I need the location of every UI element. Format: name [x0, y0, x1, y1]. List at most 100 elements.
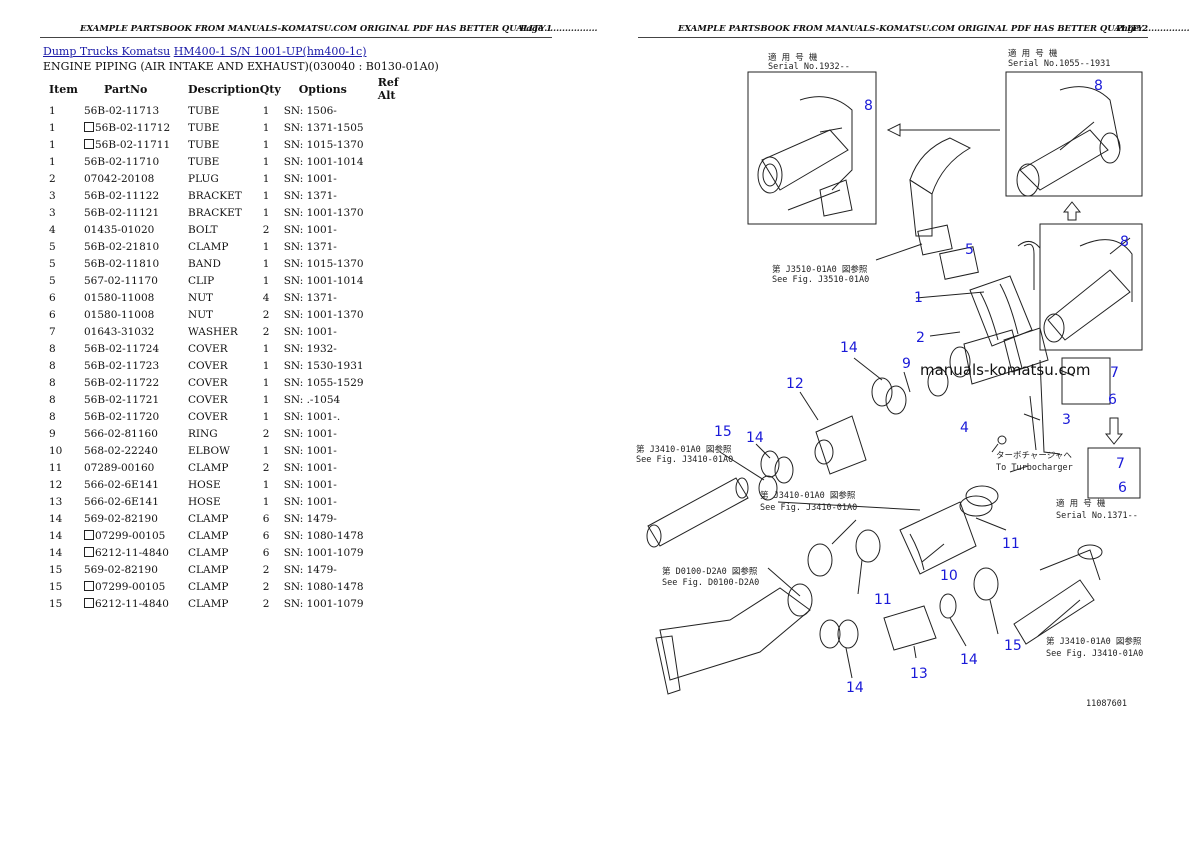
cell-item-text: 14	[49, 529, 63, 542]
cell-options: SN: 1001-	[284, 221, 378, 238]
callout-5: 5	[965, 242, 974, 258]
cell-item-text: 8	[49, 342, 56, 355]
cell-qty-text: 1	[262, 138, 270, 151]
cell-item: 15	[43, 595, 84, 612]
cell-item: 4	[43, 221, 84, 238]
cell-qty: 1	[260, 136, 284, 153]
cell-item: 8	[43, 340, 84, 357]
cell-options: SN: 1001-1014	[284, 153, 378, 170]
cell-qty: 1	[260, 170, 284, 187]
cell-item-text: 11	[49, 461, 63, 474]
cell-options-text: SN: 1001-	[283, 427, 337, 440]
cell-description: TUBE	[188, 102, 260, 119]
cell-partno-text: 56B-02-21810	[84, 240, 160, 253]
hose-clamp-illustration	[758, 367, 949, 501]
table-header-row: Item PartNo Description Qty Options Ref …	[43, 76, 418, 102]
cell-qty-text: 1	[262, 410, 270, 423]
cell-item-text: 14	[49, 512, 63, 525]
exhaust-pipe-illustration	[646, 477, 749, 548]
cell-options: SN: 1001-1079	[284, 595, 378, 612]
cell-item-text: 7	[49, 325, 56, 338]
cell-item: 6	[43, 306, 84, 323]
cell-options: SN: 1001-1370	[284, 204, 378, 221]
cell-options: SN: 1001-	[284, 170, 378, 187]
cell-item-text: 1	[49, 138, 56, 151]
cell-options-text: SN: 1932-	[283, 342, 337, 355]
cell-ref-alt	[378, 493, 418, 510]
callout-7: 7	[1116, 456, 1125, 472]
cell-qty: 1	[260, 374, 284, 391]
inset-box-nut-washer	[1061, 357, 1111, 405]
cell-partno-text: 07299-00105	[95, 529, 166, 542]
cell-description: CLAMP	[188, 459, 260, 476]
callout-3: 3	[1062, 412, 1071, 428]
cell-options: SN: 1371-	[284, 187, 378, 204]
cell-partno-text: 56B-02-11710	[84, 155, 160, 168]
cell-qty: 1	[260, 391, 284, 408]
cell-qty-text: 2	[262, 325, 270, 338]
cell-ref-alt	[378, 340, 418, 357]
cell-qty-text: 6	[262, 529, 270, 542]
cell-options: SN: 1001-	[284, 323, 378, 340]
cell-options: SN: 1479-	[284, 510, 378, 527]
cell-options-text: SN: 1080-1478	[283, 580, 364, 593]
cell-partno: 01580-11008	[84, 289, 188, 306]
cell-partno: 568-02-22240	[84, 442, 188, 459]
callout-6: 6	[1118, 480, 1127, 496]
cell-partno-text: 56B-02-11121	[84, 206, 160, 219]
cell-partno-text: 56B-02-11721	[84, 393, 160, 406]
cell-description: CLAMP	[188, 527, 260, 544]
cell-description-text: TUBE	[188, 121, 220, 134]
serial-label: Serial No.1055--1931	[1008, 59, 1110, 69]
cell-qty-text: 1	[262, 359, 270, 372]
checkbox-square-icon	[84, 138, 94, 149]
cell-partno: 569-02-82190	[84, 561, 188, 578]
cell-item-text: 15	[49, 597, 63, 610]
watermark: manuals-komatsu.com	[920, 361, 1091, 379]
header-title: EXAMPLE PARTSBOOK FROM MANUALS-KOMATSU.C…	[80, 24, 598, 34]
cell-options-text: SN: 1506-	[283, 104, 337, 117]
cell-item: 6	[43, 289, 84, 306]
cell-ref-alt	[378, 170, 418, 187]
cell-partno-text: 56B-02-11723	[84, 359, 160, 372]
cell-description: NUT	[188, 289, 260, 306]
cell-ref-alt	[378, 374, 418, 391]
cell-description-text: TUBE	[188, 155, 220, 168]
cell-qty: 2	[260, 221, 284, 238]
cell-description: CLAMP	[188, 578, 260, 595]
cell-partno: 01580-11008	[84, 306, 188, 323]
cell-options-text: SN: 1479-	[283, 563, 337, 576]
cell-ref-alt	[378, 391, 418, 408]
cell-options: SN: 1001-.	[284, 408, 378, 425]
cell-ref-alt	[378, 357, 418, 374]
intake-duct-illustration	[909, 137, 1061, 455]
breadcrumb-link-category[interactable]: Dump Trucks Komatsu	[43, 45, 171, 58]
cell-qty: 6	[260, 510, 284, 527]
page-header-right: EXAMPLE PARTSBOOK FROM MANUALS-KOMATSU.C…	[638, 24, 1190, 38]
checkbox-square-icon	[84, 529, 94, 540]
callout-8: 8	[864, 98, 873, 114]
cell-options-text: SN: 1015-1370	[283, 138, 364, 151]
cell-qty: 1	[260, 255, 284, 272]
cell-ref-alt	[378, 544, 418, 561]
cell-item-text: 2	[49, 172, 56, 185]
cell-ref-alt	[378, 510, 418, 527]
cell-partno: 566-02-6E141	[84, 493, 188, 510]
cell-options: SN: 1371-	[284, 238, 378, 255]
cell-partno: 01435-01020	[84, 221, 188, 238]
cell-qty: 1	[260, 272, 284, 289]
cell-ref-alt	[378, 289, 418, 306]
cell-qty-text: 4	[262, 291, 270, 304]
cell-item-text: 10	[49, 444, 63, 457]
cover-part-illustration	[1043, 239, 1133, 343]
breadcrumb-link-model[interactable]: HM400-1 S/N 1001-UP(hm400-1c)	[173, 45, 367, 58]
callout-2: 2	[916, 330, 925, 346]
figure-reference: See Fig. J3410-01A0	[636, 455, 733, 465]
